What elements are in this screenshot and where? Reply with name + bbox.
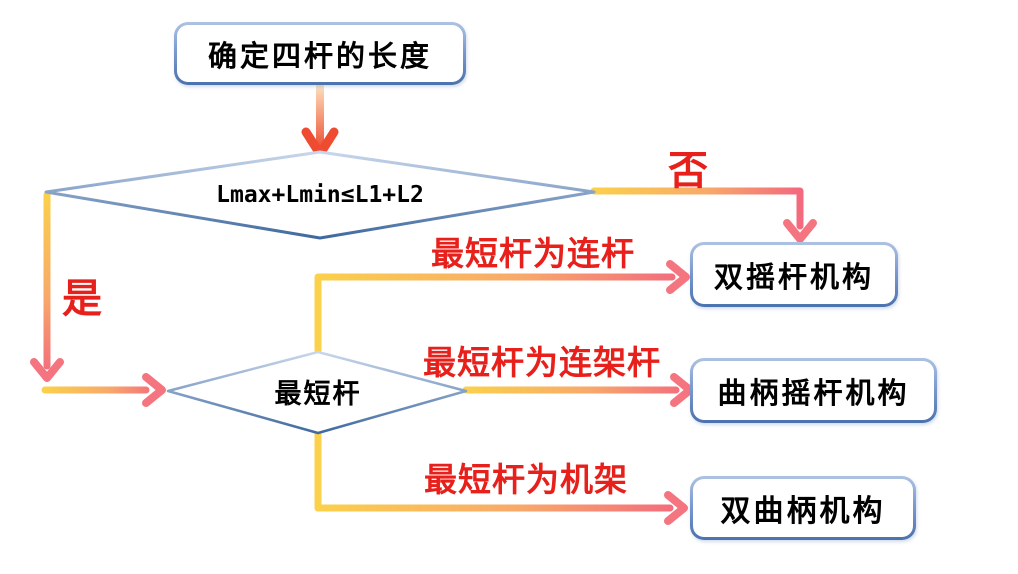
coupler-branch-arrowhead-icon <box>666 260 690 294</box>
no-branch-connector <box>590 187 804 230</box>
edge-label-shortest-is-frame: 最短杆为机架 <box>424 460 628 499</box>
no-branch-arrowhead-icon <box>783 219 817 243</box>
edge-label-yes: 是 <box>62 275 103 322</box>
double-rocker-label: 双摇杆机构 <box>713 259 874 294</box>
double-rocker-node: 双摇杆机构 <box>690 242 898 307</box>
condition-diamond-shape <box>44 150 596 240</box>
crank-rocker-label: 曲柄摇杆机构 <box>717 375 910 410</box>
coupler-branch-connector <box>314 273 676 354</box>
shortest-bar-diamond-label: 最短杆 <box>274 378 362 410</box>
edge-label-no: 否 <box>668 147 709 194</box>
double-crank-node: 双曲柄机构 <box>690 476 916 540</box>
shortest-bar-diamond-shape <box>166 350 468 435</box>
side-link-branch-arrowhead-icon <box>670 373 694 407</box>
yes-branch-down-arrowhead-icon <box>30 358 64 382</box>
start-node-label: 确定四杆的长度 <box>207 38 432 73</box>
edge-label-shortest-is-side-link: 最短杆为连架杆 <box>423 343 661 382</box>
double-crank-label: 双曲柄机构 <box>720 494 886 529</box>
condition-diamond-label: Lmax+Lmin≤L1+L2 <box>216 182 424 208</box>
frame-branch-arrowhead-icon <box>664 491 688 525</box>
start-node: 确定四杆的长度 <box>174 22 466 85</box>
edge-label-shortest-is-coupler: 最短杆为连杆 <box>431 234 635 273</box>
yes-branch-right-arrowhead-icon <box>142 373 166 407</box>
crank-rocker-node: 曲柄摇杆机构 <box>690 358 937 423</box>
frame-branch-connector <box>314 429 674 512</box>
